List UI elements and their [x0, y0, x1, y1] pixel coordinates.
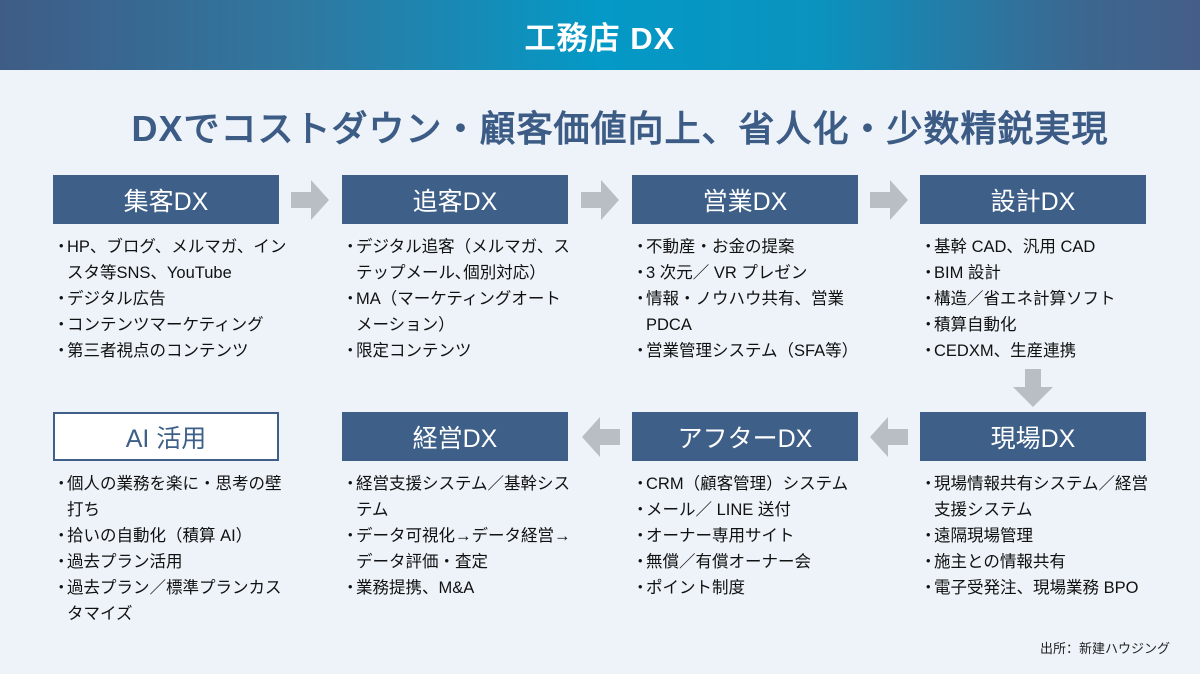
stage-box-genba: 現場DX [920, 412, 1146, 461]
header-banner: 工務店 DX [0, 0, 1200, 70]
stage-label: 集客DX [123, 187, 209, 216]
list-item: 積算自動化 [920, 312, 1156, 338]
stage-box-sekkei: 設計DX [920, 175, 1146, 224]
list-item: 業務提携、M&A [342, 575, 574, 601]
list-item: 構造／省エネ計算ソフト [920, 286, 1156, 312]
stage-label: 経営DX [412, 424, 498, 453]
list-item: HP、ブログ、メルマガ、インスタ等SNS、YouTube [53, 234, 289, 286]
list-item: 限定コンテンツ [342, 338, 570, 364]
list-item: デジタル広告 [53, 286, 289, 312]
list-item: 不動産・お金の提案 [632, 234, 872, 260]
list-item: 遠隔現場管理 [920, 523, 1148, 549]
list-item: 情報・ノウハウ共有、営業 PDCA [632, 286, 872, 338]
header-title: 工務店 DX [524, 20, 676, 56]
arrow-down-icon [1013, 369, 1053, 407]
arrow-left-icon [870, 417, 908, 457]
stage-box-shukyaku: 集客DX [53, 175, 279, 224]
list-item: 営業管理システム（SFA等） [632, 338, 872, 364]
stage-list-genba: 現場情報共有システム／経営支援システム 遠隔現場管理 施主との情報共有 電子受発… [920, 471, 1148, 601]
stage-label: アフターDX [677, 424, 813, 453]
stage-box-ai: AI 活用 [53, 412, 279, 461]
list-item: 現場情報共有システム／経営支援システム [920, 471, 1148, 523]
list-item: 拾いの自動化（積算 AI） [53, 523, 285, 549]
stage-box-after: アフターDX [632, 412, 858, 461]
list-item: CEDXM、生産連携 [920, 338, 1156, 364]
source-credit: 出所：新建ハウジング [1039, 641, 1170, 656]
list-item: 経営支援システム／基幹システム [342, 471, 574, 523]
stage-list-sekkei: 基幹 CAD、汎用 CAD BIM 設計 構造／省エネ計算ソフト 積算自動化 C… [920, 234, 1156, 364]
arrow-right-icon [870, 180, 908, 220]
stage-list-ai: 個人の業務を楽に・思考の壁打ち 拾いの自動化（積算 AI） 過去プラン活用 過去… [53, 471, 285, 627]
list-item: 電子受発注、現場業務 BPO [920, 575, 1148, 601]
list-item: BIM 設計 [920, 260, 1156, 286]
list-item: 過去プラン活用 [53, 549, 285, 575]
stage-label: 営業DX [702, 187, 788, 216]
stage-list-eigyo: 不動産・お金の提案 3 次元／ VR プレゼン 情報・ノウハウ共有、営業 PDC… [632, 234, 872, 364]
list-item: 第三者視点のコンテンツ [53, 338, 289, 364]
list-item: 無償／有償オーナー会 [632, 549, 872, 575]
stage-box-tsuikyaku: 追客DX [342, 175, 568, 224]
list-item: 3 次元／ VR プレゼン [632, 260, 872, 286]
arrow-right-icon [291, 180, 329, 220]
subtitle: DXでコストダウン・顧客価値向上、省人化・少数精鋭実現 [131, 108, 1109, 149]
stage-label: 設計DX [990, 187, 1076, 216]
list-item: ポイント制度 [632, 575, 872, 601]
stage-label: 追客DX [412, 187, 498, 216]
list-item: データ可視化→データ経営→データ評価・査定 [342, 523, 574, 575]
list-item: デジタル追客（メルマガ、ステップメール､個別対応） [342, 234, 570, 286]
arrow-left-icon [582, 417, 620, 457]
stage-label: AI 活用 [125, 424, 207, 453]
arrow-right-icon [581, 180, 619, 220]
list-item: CRM（顧客管理）システム [632, 471, 872, 497]
list-item: 基幹 CAD、汎用 CAD [920, 234, 1156, 260]
list-item: 過去プラン／標準プランカスタマイズ [53, 575, 285, 627]
stage-box-keiei: 経営DX [342, 412, 568, 461]
list-item: 施主との情報共有 [920, 549, 1148, 575]
list-item: メール／ LINE 送付 [632, 497, 872, 523]
stage-label: 現場DX [990, 424, 1076, 453]
stage-box-eigyo: 営業DX [632, 175, 858, 224]
stage-list-keiei: 経営支援システム／基幹システム データ可視化→データ経営→データ評価・査定 業務… [342, 471, 574, 601]
stage-list-after: CRM（顧客管理）システム メール／ LINE 送付 オーナー専用サイト 無償／… [632, 471, 872, 601]
stage-list-shukyaku: HP、ブログ、メルマガ、インスタ等SNS、YouTube デジタル広告 コンテン… [53, 234, 289, 364]
stage-list-tsuikyaku: デジタル追客（メルマガ、ステップメール､個別対応） MA（マーケティングオートメ… [342, 234, 570, 364]
list-item: コンテンツマーケティング [53, 312, 289, 338]
list-item: オーナー専用サイト [632, 523, 872, 549]
list-item: MA（マーケティングオートメーション） [342, 286, 570, 338]
list-item: 個人の業務を楽に・思考の壁打ち [53, 471, 285, 523]
